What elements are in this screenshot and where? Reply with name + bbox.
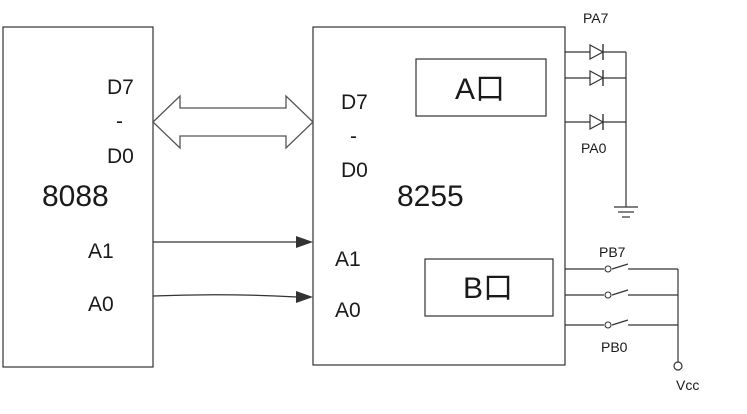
label-pb0: PB0 bbox=[601, 339, 628, 355]
ppi-pin-d0: D0 bbox=[341, 159, 368, 182]
label-pa0: PA0 bbox=[581, 140, 607, 156]
port-b-box bbox=[424, 258, 554, 317]
switch-pb0 bbox=[604, 321, 612, 329]
label-vcc: Vcc bbox=[676, 377, 699, 393]
diode-pa0 bbox=[589, 113, 605, 131]
ppi-pin-dash: - bbox=[350, 125, 357, 148]
cpu-8088-box bbox=[2, 26, 154, 368]
address-line-a1 bbox=[153, 236, 313, 248]
address-line-a0 bbox=[152, 291, 313, 303]
cpu-8088-block: 8088 D7 - D0 A1 A0 bbox=[2, 26, 154, 368]
ppi-pin-a1: A1 bbox=[335, 248, 361, 271]
vcc-terminal bbox=[673, 361, 683, 371]
port-b-label: B口 bbox=[463, 272, 513, 305]
cpu-pin-dash: - bbox=[116, 110, 123, 133]
address-a1-arrowhead bbox=[296, 236, 313, 248]
label-pb7: PB7 bbox=[599, 244, 626, 260]
cpu-pin-a1: A1 bbox=[88, 240, 114, 263]
cpu-pin-d7: D7 bbox=[107, 76, 134, 99]
label-pa7: PA7 bbox=[583, 10, 609, 26]
ppi-pin-a0: A0 bbox=[335, 299, 361, 322]
switch-pb6 bbox=[604, 291, 612, 299]
data-bus-arrow bbox=[152, 94, 314, 150]
ppi-pin-d7: D7 bbox=[341, 91, 368, 114]
switch-pb7 bbox=[604, 265, 612, 273]
diode-pa6 bbox=[589, 69, 605, 87]
address-a0-arrowhead bbox=[296, 291, 313, 303]
cpu-pin-d0: D0 bbox=[107, 145, 134, 168]
port-a-label: A口 bbox=[455, 73, 505, 106]
ppi-8255-block: 8255 D7 - D0 A1 A0 A口 B口 bbox=[312, 26, 566, 366]
port-b-switch-array bbox=[565, 263, 679, 362]
cpu-8088-title: 8088 bbox=[42, 180, 109, 213]
diode-pa7 bbox=[589, 43, 605, 61]
cpu-pin-a0: A0 bbox=[88, 293, 114, 316]
port-a-box bbox=[415, 58, 547, 117]
ppi-8255-title: 8255 bbox=[397, 180, 464, 213]
